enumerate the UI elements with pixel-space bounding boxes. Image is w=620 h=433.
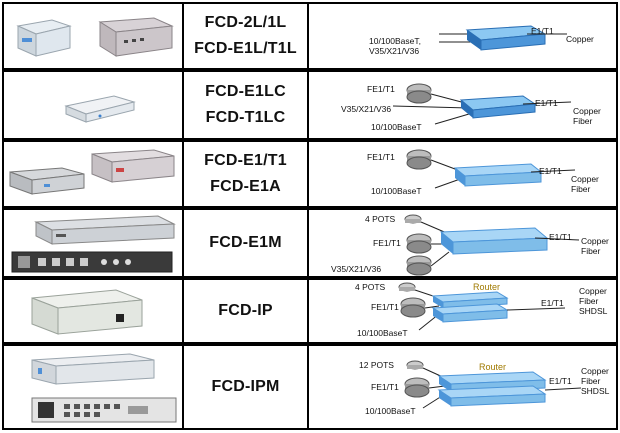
- port-label: 4 POTS: [355, 282, 386, 292]
- port-label: V35/X21/V36: [341, 104, 392, 114]
- connectivity-diagram: 10/100BaseT, V35/X21/V36 E1/T1 Copper: [309, 4, 616, 68]
- line-label: E1/T1: [539, 166, 562, 176]
- model-cell: FCD-E1M: [184, 210, 309, 276]
- line-label: E1/T1: [535, 98, 558, 108]
- media-label: Fiber: [573, 116, 593, 126]
- media-label: Copper: [581, 366, 609, 376]
- model-name: FCD-E1M: [209, 234, 282, 251]
- port-label: FE1/T1: [371, 382, 399, 392]
- product-photo: [9, 149, 175, 195]
- line-label: E1/T1: [549, 232, 572, 242]
- model-name: FCD-IPM: [211, 378, 280, 395]
- media-label: Fiber: [571, 184, 591, 194]
- media-label: Fiber: [579, 296, 599, 306]
- media-label: Copper: [579, 286, 607, 296]
- port-label: V35/X21/V36: [369, 46, 420, 56]
- port-label: 10/100BaseT: [371, 186, 422, 196]
- media-label: SHDSL: [581, 386, 610, 396]
- product-photo-cell: [4, 4, 184, 68]
- port-label: 10/100BaseT,: [369, 36, 421, 46]
- media-label: Fiber: [581, 376, 601, 386]
- product-photo-cell: [4, 346, 184, 428]
- model-name: FCD-IP: [218, 302, 273, 319]
- table-row-fcd-e1m: FCD-E1M 4 POTS FE1/T1 V: [2, 208, 618, 278]
- product-photo-cell: [4, 210, 184, 276]
- line-label: E1/T1: [541, 298, 564, 308]
- model-name: FCD-2L/1L: [204, 14, 287, 31]
- port-label: V35/X21/V36: [331, 264, 382, 274]
- connectivity-diagram: 12 POTS FE1/T1 10/100BaseT Router E1/T1 …: [309, 346, 616, 428]
- product-photo-cell: [4, 280, 184, 342]
- line-label: E1/T1: [549, 376, 572, 386]
- model-cell: FCD-E1/T1 FCD-E1A: [184, 142, 309, 206]
- model-cell: FCD-2L/1L FCD-E1L/T1L: [184, 4, 309, 68]
- table-row-fcd-ip: FCD-IP 4 POTS FE1/T1 10: [2, 278, 618, 344]
- media-label: SHDSL: [579, 306, 608, 316]
- product-photo: [64, 95, 136, 123]
- product-photo: [31, 353, 177, 423]
- product-photo: [31, 289, 143, 335]
- product-photo-cell: [4, 72, 184, 138]
- port-label: 10/100BaseT: [357, 328, 408, 338]
- router-label: Router: [473, 282, 501, 292]
- port-label: FE1/T1: [371, 302, 399, 312]
- connectivity-diagram: FE1/T1 10/100BaseT E1/T1 Copper Fiber: [309, 142, 616, 206]
- connectivity-diagram: FE1/T1 V35/X21/V36 10/100BaseT E1/T1 Cop…: [309, 72, 616, 138]
- media-label: Copper: [571, 174, 599, 184]
- model-cell: FCD-IPM: [184, 346, 309, 428]
- media-label: Copper: [566, 34, 594, 44]
- media-label: Fiber: [581, 246, 601, 256]
- model-cell: FCD-E1LC FCD-T1LC: [184, 72, 309, 138]
- port-label: FE1/T1: [373, 238, 401, 248]
- connectivity-diagram: 4 POTS FE1/T1 V35/X21/V36 E1/T1 Copper F…: [309, 210, 616, 276]
- port-label: FE1/T1: [367, 84, 395, 94]
- port-label: 4 POTS: [365, 214, 396, 224]
- model-name: FCD-E1A: [210, 178, 281, 195]
- line-label: E1/T1: [531, 26, 554, 36]
- product-photo: [11, 215, 176, 273]
- router-label: Router: [479, 362, 507, 372]
- table-row-fcd-ipm: FCD-IPM 12 POTS FE1/T1: [2, 344, 618, 430]
- model-cell: FCD-IP: [184, 280, 309, 342]
- product-photo: [16, 17, 174, 57]
- port-label: 12 POTS: [359, 360, 394, 370]
- table-row-fcd-2l: FCD-2L/1L FCD-E1L/T1L 10/100BaseT, V35/X…: [2, 2, 618, 70]
- port-label: FE1/T1: [367, 152, 395, 162]
- media-label: Copper: [581, 236, 609, 246]
- model-name: FCD-E1/T1: [204, 152, 287, 169]
- table-row-fcd-e1lc: FCD-E1LC FCD-T1LC FE1/T1 V35/X21/V36 10/…: [2, 70, 618, 140]
- connectivity-diagram: 4 POTS FE1/T1 10/100BaseT Router E1/T1 C…: [309, 280, 616, 342]
- port-label: 10/100BaseT: [371, 122, 422, 132]
- port-label: 10/100BaseT: [365, 406, 416, 416]
- table-row-fcd-e1t1: FCD-E1/T1 FCD-E1A FE1/T1 10/100BaseT E1/…: [2, 140, 618, 208]
- product-photo-cell: [4, 142, 184, 206]
- model-name: FCD-E1LC: [205, 83, 286, 100]
- media-label: Copper: [573, 106, 601, 116]
- model-name: FCD-T1LC: [205, 109, 286, 126]
- model-name: FCD-E1L/T1L: [194, 40, 297, 57]
